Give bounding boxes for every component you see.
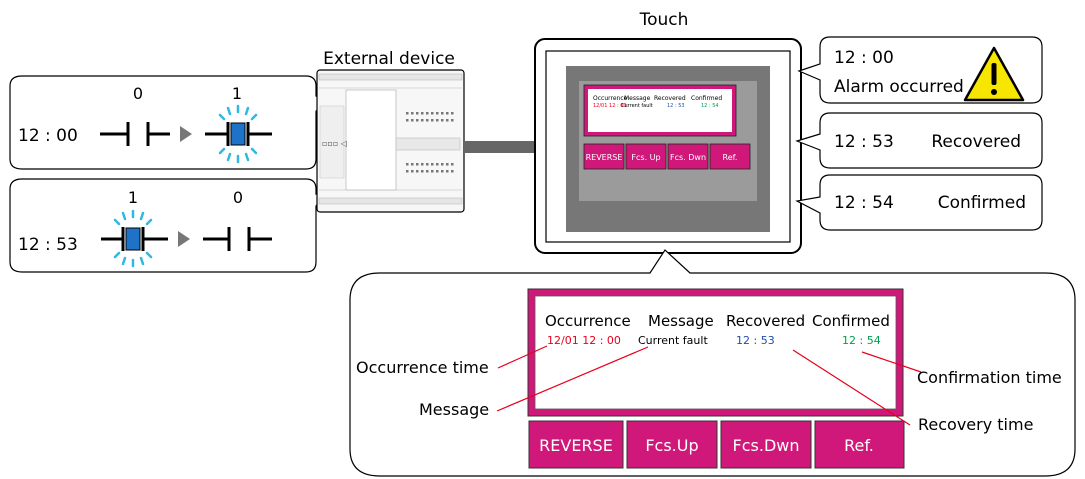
header-confirmed: Confirmed: [812, 312, 890, 330]
message-annotation: Message: [419, 400, 489, 419]
mini-cell-confirmed: 12 : 54: [701, 103, 719, 109]
leader-lines: [496, 345, 922, 426]
warning-icon: [963, 46, 1025, 102]
mini-cell-occurrence: 12/01 12 : 00: [593, 103, 627, 109]
svg-text:Fcs. Up: Fcs. Up: [631, 153, 660, 162]
cell-recovered: 12 : 53: [736, 334, 775, 347]
header-message: Message: [648, 312, 714, 330]
contact-off-time: 12 : 53: [18, 235, 78, 255]
reverse-button[interactable]: REVERSE: [528, 420, 624, 469]
confirmation-time-annotation: Confirmation time: [917, 368, 1062, 387]
svg-text:Ref.: Ref.: [723, 153, 738, 162]
closed-contact-icon: [101, 209, 168, 268]
cell-message: Current fault: [638, 334, 708, 347]
mini-focus-up-button[interactable]: Fcs. Up: [625, 143, 667, 170]
confirmed-time: 12 : 54: [834, 193, 894, 213]
recovered-time: 12 : 53: [834, 132, 894, 152]
touch-panel: Occurrence Message Recovered Confirmed 1…: [534, 38, 802, 254]
confirmed-text: Confirmed: [938, 193, 1026, 213]
contact-on-time: 12 : 00: [18, 126, 78, 146]
alarm-occurred-time: 12 : 00: [834, 48, 894, 68]
svg-text:Ref.: Ref.: [844, 436, 874, 455]
plc-device-icon: ▫▫▫ ◁: [316, 69, 465, 213]
mini-refresh-button[interactable]: Ref.: [709, 143, 751, 170]
contact-off-bubble: 12 : 53 1 0: [9, 178, 333, 273]
arrow-right-icon: [178, 231, 190, 247]
external-device-label: External device: [323, 49, 455, 69]
svg-text:REVERSE: REVERSE: [586, 153, 623, 162]
connection-cable: [464, 141, 536, 153]
cell-confirmed: 12 : 54: [842, 334, 881, 347]
header-occurrence: Occurrence: [545, 312, 631, 330]
header-recovered: Recovered: [726, 312, 805, 330]
focus-down-button[interactable]: Fcs.Dwn: [720, 420, 812, 469]
occurrence-time-annotation: Occurrence time: [356, 358, 489, 377]
alarm-list: Occurrence Message Recovered Confirmed 1…: [527, 288, 904, 417]
cell-occurrence: 12/01 12 : 00: [547, 334, 621, 347]
refresh-button[interactable]: Ref.: [814, 420, 905, 469]
svg-text:▫▫▫ ◁: ▫▫▫ ◁: [322, 139, 347, 148]
recovered-callout: 12 : 53 Recovered: [795, 112, 1043, 169]
mini-header-occurrence: Occurrence: [593, 95, 628, 102]
open-contact-icon: [203, 227, 272, 251]
contact-off-before-state: 1: [128, 188, 138, 207]
contact-on-after-state: 1: [232, 84, 242, 103]
recovered-text: Recovered: [931, 132, 1021, 152]
arrow-right-icon: [180, 126, 192, 142]
mini-header-confirmed: Confirmed: [691, 95, 722, 102]
contact-off-after-state: 0: [233, 188, 243, 207]
confirmed-callout: 12 : 54 Confirmed: [795, 174, 1043, 231]
mini-cell-message: Current fault: [621, 103, 653, 109]
svg-text:REVERSE: REVERSE: [539, 436, 613, 455]
mini-reverse-button[interactable]: REVERSE: [583, 143, 625, 170]
mini-cell-recovered: 12 : 53: [667, 103, 685, 109]
mini-focus-down-button[interactable]: Fcs. Dwn: [667, 143, 709, 170]
mini-header-message: Message: [624, 95, 651, 102]
alarm-occurred-callout: 12 : 00 Alarm occurred: [797, 36, 1043, 104]
recovery-time-annotation: Recovery time: [918, 415, 1033, 434]
mini-header-recovered: Recovered: [654, 95, 686, 102]
focus-up-button[interactable]: Fcs.Up: [626, 420, 718, 469]
alarm-occurred-text: Alarm occurred: [834, 77, 964, 97]
contact-on-before-state: 0: [133, 84, 143, 103]
contact-on-bubble: 12 : 00 0 1: [9, 75, 333, 170]
svg-text:Fcs. Dwn: Fcs. Dwn: [670, 153, 706, 162]
closed-contact-icon: [205, 104, 272, 164]
svg-text:Fcs.Up: Fcs.Up: [645, 436, 698, 455]
svg-text:Fcs.Dwn: Fcs.Dwn: [733, 436, 800, 455]
open-contact-icon: [100, 122, 170, 146]
touch-label: Touch: [639, 10, 689, 30]
